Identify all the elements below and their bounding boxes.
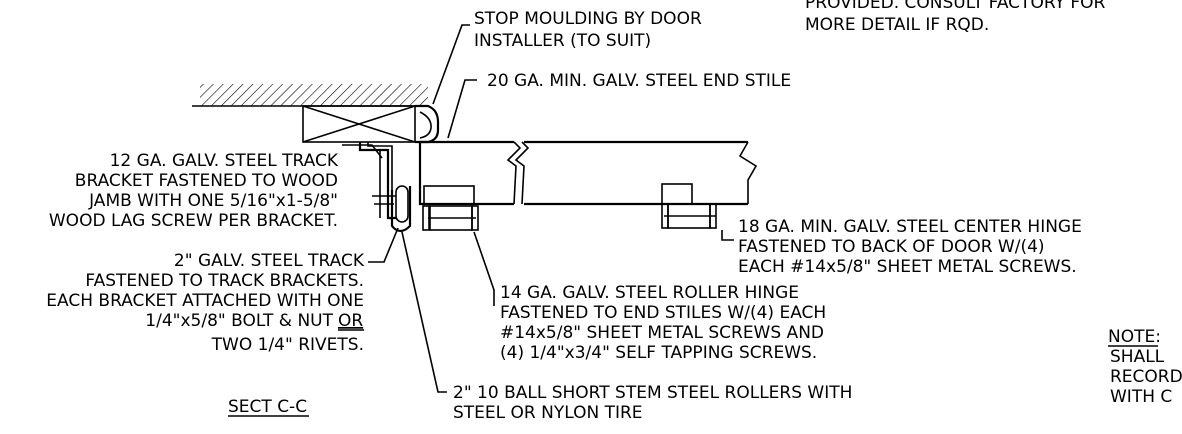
center-hinge-leader <box>721 230 734 241</box>
svg-text:EACH #14x5/8" SHEET METAL SCRE: EACH #14x5/8" SHEET METAL SCREWS. <box>738 257 1077 277</box>
svg-text:STEEL OR NYLON TIRE: STEEL OR NYLON TIRE <box>453 403 643 423</box>
door-panel <box>418 140 758 206</box>
top-right-note: PROVIDED. CONSULT FACTORY FOR MORE DETAI… <box>805 0 1105 35</box>
note-block: NOTE: SHALL RECORD WITH C <box>1108 327 1182 407</box>
svg-text:WITH C: WITH C <box>1110 387 1172 407</box>
rollers-label: 2" 10 BALL SHORT STEM STEEL ROLLERS WITH… <box>453 383 852 423</box>
track-bracket-leader <box>342 144 383 159</box>
svg-text:(4) 1/4"x3/4" SELF TAPPING SCR: (4) 1/4"x3/4" SELF TAPPING SCREWS. <box>500 343 817 363</box>
center-hinge <box>661 183 717 229</box>
svg-text:RECORD: RECORD <box>1110 367 1182 387</box>
roller-hinge-label: 14 GA. GALV. STEEL ROLLER HINGE FASTENED… <box>500 283 826 363</box>
svg-text:EACH BRACKET ATTACHED WITH ONE: EACH BRACKET ATTACHED WITH ONE <box>46 291 364 311</box>
stop-moulding-leader <box>432 24 470 105</box>
center-hinge-label: 18 GA. MIN. GALV. STEEL CENTER HINGE FAS… <box>738 217 1082 277</box>
svg-text:JAMB WITH ONE 5/16"x1-5/8": JAMB WITH ONE 5/16"x1-5/8" <box>88 191 338 211</box>
track-label: 2" GALV. STEEL TRACK FASTENED TO TRACK B… <box>46 251 365 355</box>
svg-text:PROVIDED. CONSULT FACTORY FOR: PROVIDED. CONSULT FACTORY FOR <box>805 0 1105 13</box>
svg-text:SHALL: SHALL <box>1110 347 1165 367</box>
svg-text:1/4"x5/8" BOLT & NUT: 1/4"x5/8" BOLT & NUT <box>145 311 333 331</box>
roller-hinge-leader <box>473 231 495 306</box>
svg-text:14 GA. GALV. STEEL ROLLER HING: 14 GA. GALV. STEEL ROLLER HINGE <box>500 283 799 303</box>
svg-text:WOOD LAG SCREW PER BRACKET.: WOOD LAG SCREW PER BRACKET. <box>49 211 338 231</box>
svg-text:2" 10 BALL SHORT STEM STEEL RO: 2" 10 BALL SHORT STEM STEEL ROLLERS WITH <box>453 383 852 403</box>
svg-text:#14x5/8" SHEET METAL SCREWS AN: #14x5/8" SHEET METAL SCREWS AND <box>500 323 824 343</box>
svg-text:INSTALLER (TO SUIT): INSTALLER (TO SUIT) <box>474 31 651 51</box>
end-stile-leader <box>447 79 477 139</box>
svg-text:BRACKET FASTENED TO WOOD: BRACKET FASTENED TO WOOD <box>75 171 338 191</box>
svg-text:TWO 1/4" RIVETS.: TWO 1/4" RIVETS. <box>211 335 364 355</box>
track-bracket <box>358 142 396 220</box>
section-title: SECT C-C <box>228 397 309 417</box>
svg-text:SECT C-C: SECT C-C <box>228 397 307 417</box>
svg-text:12 GA. GALV. STEEL TRACK: 12 GA. GALV. STEEL TRACK <box>110 151 339 171</box>
svg-text:STOP MOULDING BY DOOR: STOP MOULDING BY DOOR <box>474 9 702 29</box>
wood-jamb <box>302 105 416 143</box>
rollers-leader <box>401 231 447 393</box>
track-bracket-label: 12 GA. GALV. STEEL TRACK BRACKET FASTENE… <box>49 151 339 231</box>
wall-hatching <box>200 84 428 106</box>
svg-text:OR: OR <box>338 311 363 331</box>
roller-hinge-left <box>422 185 479 231</box>
steel-track <box>390 186 412 233</box>
svg-text:FASTENED TO TRACK BRACKETS.: FASTENED TO TRACK BRACKETS. <box>85 271 364 291</box>
stop-moulding <box>415 104 440 144</box>
svg-text:FASTENED TO END STILES W/(4) E: FASTENED TO END STILES W/(4) EACH <box>500 303 826 323</box>
svg-text:18 GA. MIN. GALV. STEEL CENTER: 18 GA. MIN. GALV. STEEL CENTER HINGE <box>738 217 1082 237</box>
end-stile-label: 20 GA. MIN. GALV. STEEL END STILE <box>487 71 791 91</box>
stop-moulding-label: STOP MOULDING BY DOOR INSTALLER (TO SUIT… <box>474 9 702 51</box>
svg-text:MORE DETAIL IF RQD.: MORE DETAIL IF RQD. <box>805 15 989 35</box>
svg-text:FASTENED TO BACK OF DOOR W/(4): FASTENED TO BACK OF DOOR W/(4) <box>738 237 1045 257</box>
track-leader <box>368 227 399 263</box>
svg-text:2" GALV. STEEL TRACK: 2" GALV. STEEL TRACK <box>174 251 365 271</box>
svg-text:NOTE:: NOTE: <box>1108 327 1161 347</box>
